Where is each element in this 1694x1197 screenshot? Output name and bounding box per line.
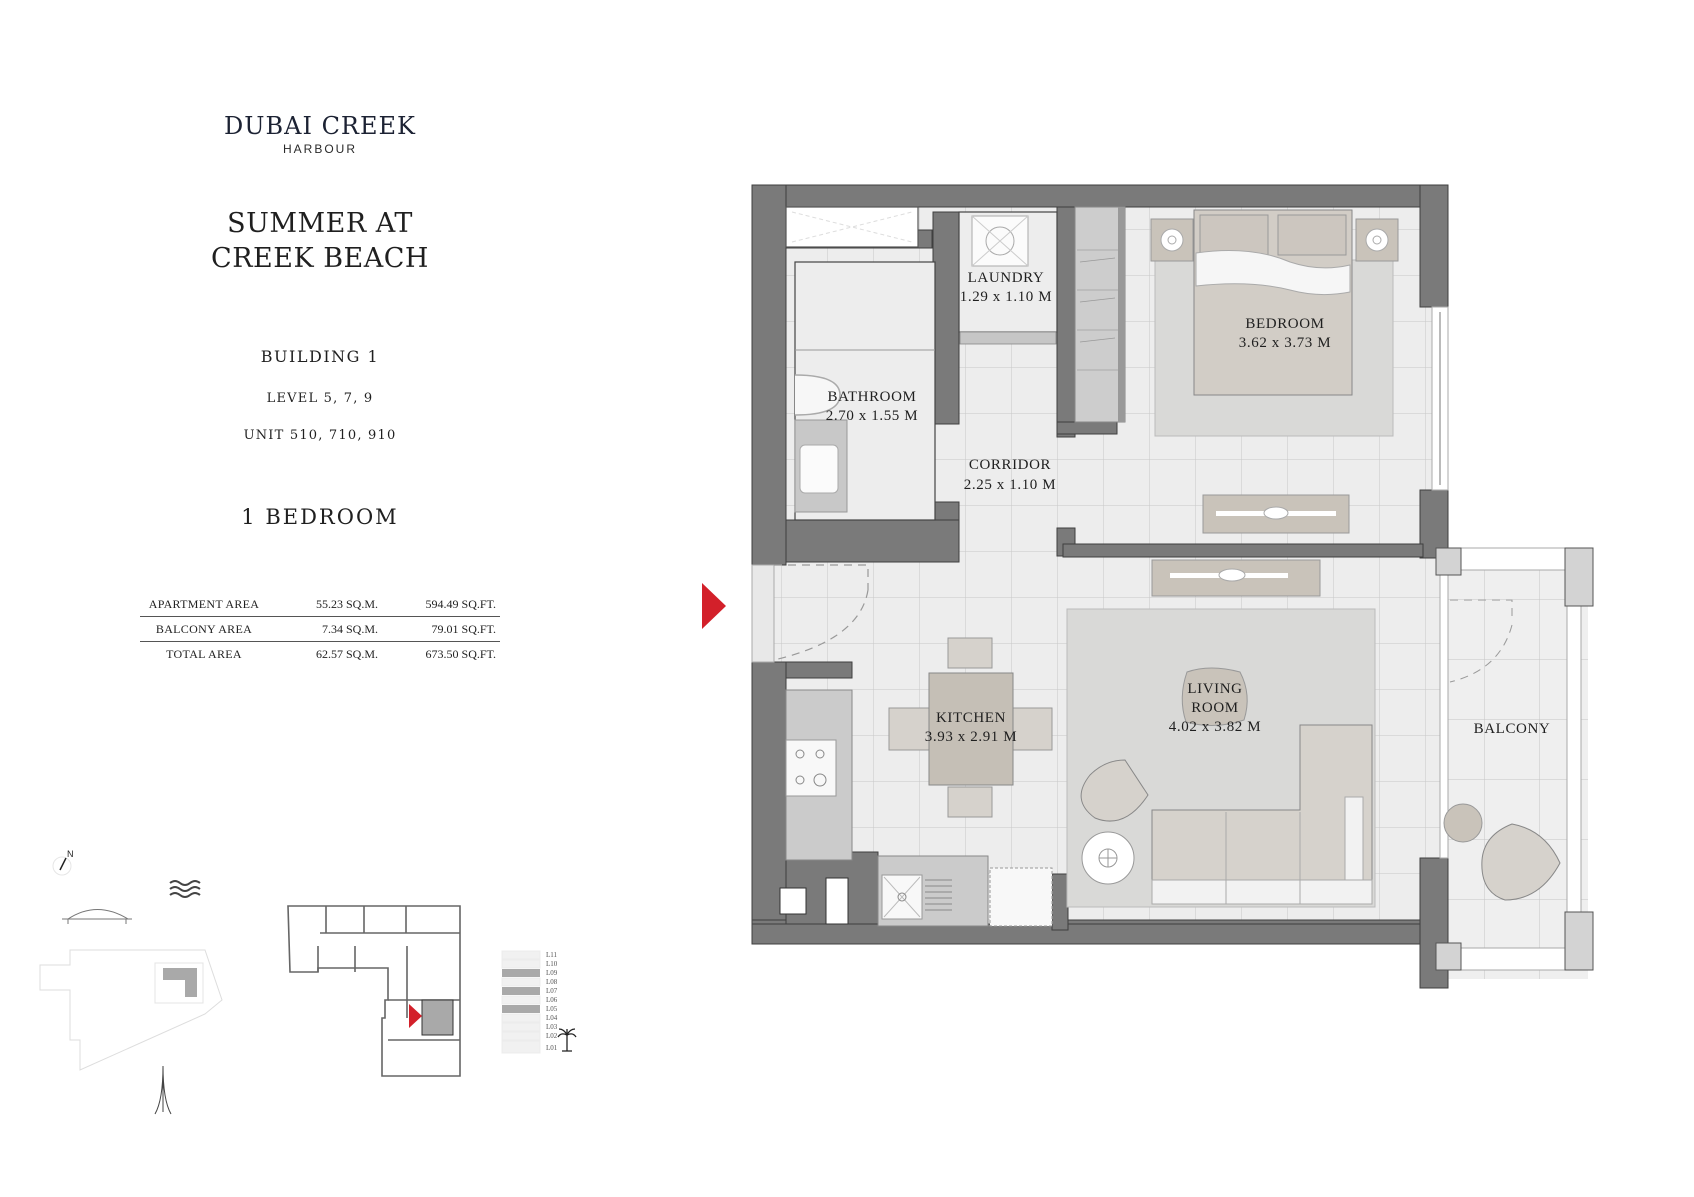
chair	[947, 786, 993, 818]
area-label: TOTAL AREA	[166, 646, 242, 661]
balcony-floor	[1448, 555, 1588, 979]
pillow	[1199, 214, 1269, 256]
compass-icon: N	[52, 849, 74, 876]
entry-arrow-icon	[702, 583, 726, 629]
nightstand-left	[1150, 218, 1194, 262]
bedroom-name: BEDROOM	[1245, 316, 1324, 332]
unit-location-arrow-icon	[409, 1004, 422, 1028]
area-sqm: 55.23 SQ.M.	[315, 596, 378, 611]
laundry-name: LAUNDRY	[968, 270, 1045, 286]
brand-name: DUBAI CREEK	[224, 112, 416, 140]
walls	[751, 184, 1449, 989]
area-sqft: 79.01 SQ.FT.	[431, 621, 496, 636]
project-title-line1: SUMMER AT	[227, 208, 413, 239]
chair	[1011, 707, 1053, 751]
level-label: L05	[546, 1005, 558, 1013]
area-sqft: 673.50 SQ.FT.	[425, 646, 496, 661]
building-label: BUILDING 1	[260, 347, 380, 366]
area-label: BALCONY AREA	[155, 621, 253, 636]
area-sqm: 62.57 SQ.M.	[315, 646, 378, 661]
living-size: 4.02 x 3.82 M	[1169, 719, 1261, 735]
area-sqm: 7.34 SQ.M.	[321, 621, 378, 636]
fridge	[989, 867, 1053, 927]
lamp-icon	[1365, 228, 1389, 252]
shaft	[825, 877, 849, 925]
kitchen-name: KITCHEN	[936, 710, 1006, 726]
living-name-line2: ROOM	[1191, 700, 1238, 716]
bridge-icon	[62, 909, 132, 924]
area-label: APARTMENT AREA	[148, 596, 260, 611]
balcony-table	[1443, 803, 1483, 843]
area-row-apartment: APARTMENT AREA 55.23 SQ.M. 594.49 SQ.FT.	[140, 592, 500, 616]
chair	[947, 637, 993, 669]
balcony-name: BALCONY	[1474, 721, 1551, 737]
level-label: L02	[546, 1032, 558, 1040]
area-row-balcony: BALCONY AREA 7.34 SQ.M. 79.01 SQ.FT.	[140, 616, 500, 641]
north-label: N	[67, 849, 74, 859]
level-label: L03	[546, 1023, 558, 1031]
level-label: L06	[546, 996, 558, 1004]
chair	[888, 707, 930, 751]
tower-icon	[154, 1065, 172, 1115]
site-plan	[39, 949, 223, 1071]
level-label: L04	[546, 1014, 558, 1022]
bedroom: BEDROOM 3.62 x 3.73 M	[1150, 209, 1399, 534]
bathroom-name: BATHROOM	[828, 389, 917, 405]
bedroom-size: 3.62 x 3.73 M	[1239, 335, 1331, 351]
project-title-line2: CREEK BEACH	[211, 243, 429, 274]
living-room: LIVING ROOM 4.02 x 3.82 M	[1066, 559, 1376, 908]
levels-label: LEVEL 5, 7, 9	[266, 391, 374, 406]
ottoman	[1181, 667, 1248, 726]
unit-highlight	[421, 999, 454, 1036]
building-key-plan	[287, 905, 461, 1077]
laundry-size: 1.29 x 1.10 M	[960, 289, 1052, 305]
balcony: BALCONY	[1435, 547, 1594, 971]
shaft	[779, 887, 807, 915]
level-label: L08	[546, 978, 558, 986]
level-label: L10	[546, 960, 558, 968]
corridor-name: CORRIDOR	[969, 457, 1051, 473]
laundry: LAUNDRY 1.29 x 1.10 M	[958, 211, 1058, 345]
palm-tree-icon	[557, 1028, 577, 1052]
bathroom-size: 2.70 x 1.55 M	[826, 408, 918, 424]
storage-niche	[785, 206, 919, 248]
area-table: APARTMENT AREA 55.23 SQ.M. 594.49 SQ.FT.…	[140, 592, 500, 666]
area-sqft: 594.49 SQ.FT.	[425, 596, 496, 611]
units-label: UNIT 510, 710, 910	[243, 428, 397, 443]
cooktop-icon	[785, 739, 837, 797]
kitchen: KITCHEN 3.93 x 2.91 M	[779, 637, 1053, 927]
level-label: L09	[546, 969, 558, 977]
balcony-railing	[1566, 599, 1582, 913]
drainboard	[925, 879, 952, 911]
unit-type-label: 1 BEDROOM	[241, 505, 399, 529]
kitchen-size: 3.93 x 2.91 M	[925, 729, 1017, 745]
dining-table	[928, 672, 1014, 786]
bathroom: BATHROOM 2.70 x 1.55 M	[794, 261, 936, 521]
lamp-icon	[1160, 228, 1184, 252]
wardrobe	[1074, 206, 1126, 423]
entry-door	[751, 564, 775, 663]
pillow	[1277, 214, 1347, 256]
area-row-total: TOTAL AREA 62.57 SQ.M. 673.50 SQ.FT.	[140, 641, 500, 666]
level-label: L07	[546, 987, 558, 995]
water-waves-icon	[169, 880, 201, 898]
balcony-chair	[1481, 823, 1561, 901]
level-label: L01	[546, 1044, 558, 1052]
living-name-line1: LIVING	[1187, 681, 1242, 697]
level-label: L11	[546, 951, 558, 959]
site-building-highlight	[163, 968, 197, 997]
level-key: L11 L10 L09 L08 L07 L06 L05 L04 L03 L02 …	[501, 950, 558, 1054]
brand-subtitle: HARBOUR	[282, 142, 357, 156]
toilet-icon	[794, 374, 841, 416]
sink-icon	[799, 444, 839, 494]
corridor-size: 2.25 x 1.10 M	[964, 477, 1056, 493]
armchair	[1080, 759, 1149, 822]
